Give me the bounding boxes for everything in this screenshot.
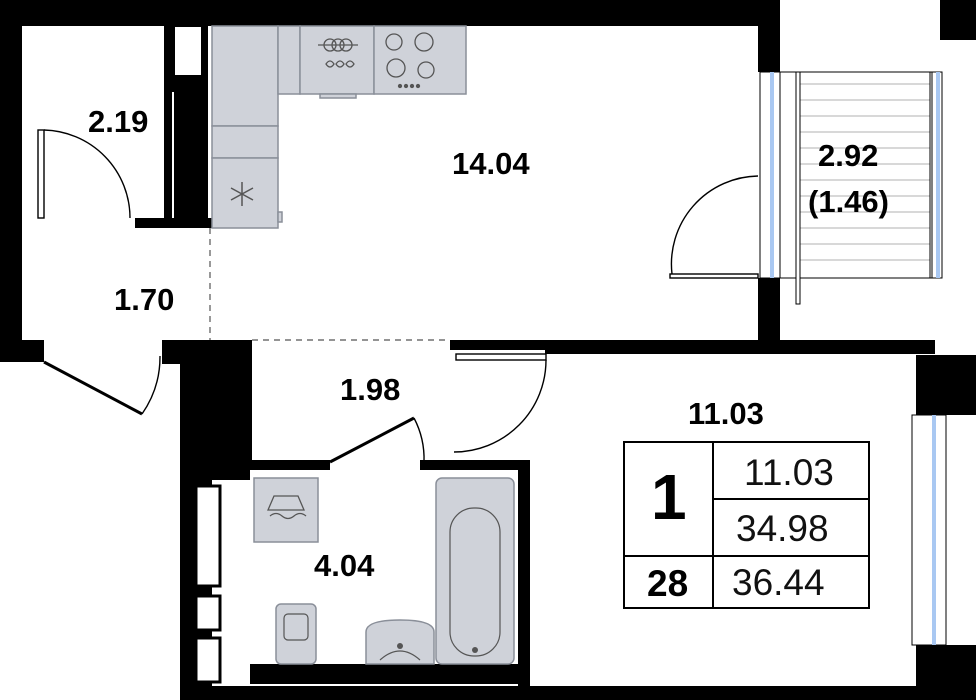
room-area-balcony: 2.92 <box>818 138 879 173</box>
living-area-cell: 11.03 <box>714 443 868 500</box>
total-with-balcony-value: 36.44 <box>732 562 825 603</box>
total-area-cell: 34.98 <box>714 500 868 557</box>
room-area-bedroom: 11.03 <box>688 396 764 431</box>
rooms-count: 1 <box>651 461 687 533</box>
washing-machine-icon <box>253 477 319 543</box>
washbasin-icon <box>365 619 435 665</box>
room-area-hall-closet: 2.19 <box>88 104 149 139</box>
bathtub-icon <box>435 477 515 665</box>
floor-value: 28 <box>647 563 689 604</box>
kitchen-sink-icon <box>318 38 358 68</box>
toilet-icon <box>275 603 317 665</box>
summary-table: 1 11.03 34.98 28 36.44 <box>623 441 870 609</box>
doors <box>37 129 759 464</box>
room-area-kitchen-living: 14.04 <box>452 146 530 181</box>
room-area-bathroom: 4.04 <box>314 548 375 583</box>
total-area-value: 34.98 <box>736 508 829 549</box>
floor-cell: 28 <box>625 557 714 607</box>
room-area-balcony-reduced: (1.46) <box>808 184 889 219</box>
kitchen-fixtures <box>211 25 467 229</box>
rooms-count-cell: 1 <box>625 443 714 557</box>
living-area-value: 11.03 <box>744 452 834 493</box>
snowflake-icon <box>230 182 254 206</box>
room-area-entrance: 1.70 <box>114 282 175 317</box>
windows <box>759 71 947 646</box>
total-with-balcony-cell: 36.44 <box>714 557 868 607</box>
room-area-corridor: 1.98 <box>340 372 401 407</box>
stove-burners-icon <box>385 32 435 89</box>
